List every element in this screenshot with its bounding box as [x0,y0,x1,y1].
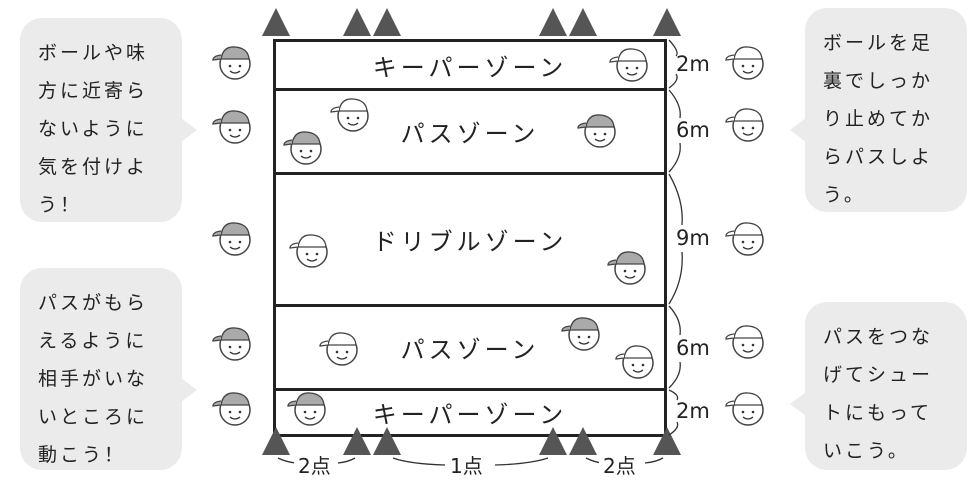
player-icon [212,46,251,80]
tip-bubble-top-right: ボールを足 裏でしっか り止めてか らパスしよ う。 [790,8,967,212]
cone-icon [653,8,681,36]
zone-label: パスゾーン [400,120,540,148]
dimension-label: 9m [676,226,710,250]
dimension-label: 6m [676,336,710,360]
tip-text: ボールや味 方に近寄ら ないように 気を付けよ う！ [38,42,149,216]
tip-bubble-bottom-right: パスをつな げてシュー トにもって いこう。 [790,302,967,470]
dribble-zone: ドリブルゾーン [273,172,667,307]
tip-bubble-bottom-left: パスがもら えるように 相手がいな いところに 動こう！ [20,268,197,470]
player-icon [212,327,251,361]
player-icon [577,114,616,148]
cone-icon [343,427,371,455]
cone-icon [373,427,401,455]
player-icon [725,46,764,80]
points-label-right: 2点 [599,450,640,479]
player-icon [615,345,654,379]
cone-icon [569,8,597,36]
dimension-label: 2m [676,52,710,76]
zone-label: パスゾーン [400,336,540,364]
zone-label: ドリブルゾーン [372,228,568,256]
tip-bubble-top-left: ボールや味 方に近寄ら ないように 気を付けよ う！ [20,18,197,222]
player-icon [725,325,764,359]
player-icon [609,48,648,82]
player-icon [725,222,764,256]
player-icon [212,222,251,256]
points-label-left: 2点 [294,450,335,479]
zone-label: キーパーゾーン [372,53,568,82]
cone-icon [539,8,567,36]
tip-text: パスをつな げてシュー トにもって いこう。 [823,326,934,462]
player-icon [319,332,358,366]
tip-text: パスがもら えるように 相手がいな いところに 動こう！ [38,292,149,466]
player-icon [725,108,764,142]
cone-icon [539,427,567,455]
dimension-brackets [668,39,683,436]
dimension-label: 6m [676,118,710,142]
keeper-zone-bottom: キーパーゾーン [273,388,667,437]
zone-label: キーパーゾーン [372,401,568,429]
player-icon [330,98,369,132]
player-icon [725,392,764,426]
player-icon [289,234,328,268]
tip-text: ボールを足 裏でしっか り止めてか らパスしよ う。 [823,32,934,206]
player-icon [287,392,326,426]
cone-icon [343,8,371,36]
cone-icon [569,427,597,455]
cone-icon [262,427,290,455]
player-icon [212,392,251,426]
cone-icon [262,8,290,36]
points-label-center: 1点 [446,450,487,479]
dimension-label: 2m [676,399,710,423]
player-icon [283,131,322,165]
player-icon [212,110,251,144]
cone-icon [653,427,681,455]
player-icon [561,317,600,351]
player-icon [607,251,646,285]
cones-top [262,8,681,36]
cone-icon [373,8,401,36]
